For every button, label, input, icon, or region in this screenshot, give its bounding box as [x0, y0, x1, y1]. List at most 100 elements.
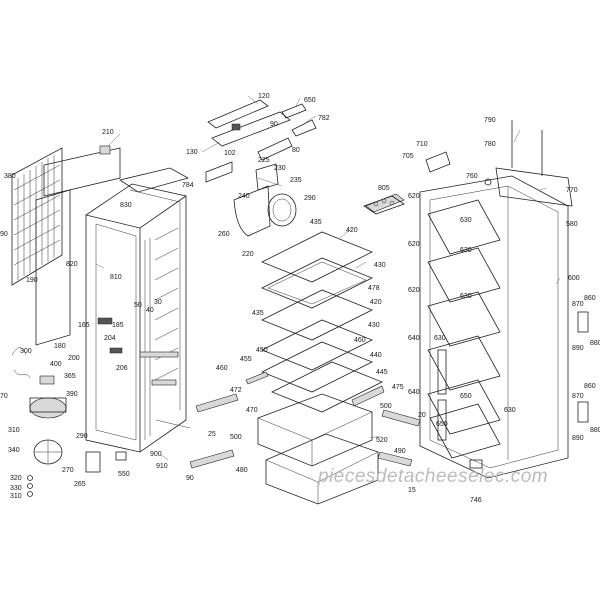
part-number-label: 490 [394, 448, 406, 455]
part-number-label: 435 [310, 219, 322, 226]
part-number-label: 80 [292, 147, 300, 154]
part-number-label: 25 [208, 431, 216, 438]
part-number-label: 880 [590, 340, 600, 347]
part-number-label: 520 [376, 437, 388, 444]
part-number-label: 430 [368, 322, 380, 329]
part-number-label: 710 [416, 141, 428, 148]
part-number-label: 290 [76, 433, 88, 440]
part-number-label: 260 [218, 231, 230, 238]
shelves [245, 231, 385, 413]
part-number-label: 475 [392, 384, 404, 391]
part-number-label: 240 [238, 193, 250, 200]
part-number-label: 640 [408, 335, 420, 342]
part-number-label: 460 [216, 365, 228, 372]
part-number-label: 870 [572, 301, 584, 308]
part-number-label: 630 [434, 335, 446, 342]
watermark-text: piecesdetacheeselec.com [318, 466, 549, 487]
part-number-label: 90 [0, 231, 8, 238]
part-number-label: 860 [584, 295, 596, 302]
part-number-label: 430 [374, 262, 386, 269]
part-number-label: 760 [466, 173, 478, 180]
part-number-label: 550 [118, 471, 130, 478]
part-number-label: 820 [66, 261, 78, 268]
compressor-assembly [11, 347, 127, 497]
part-number-label: 472 [230, 387, 242, 394]
part-number-label: 204 [104, 335, 116, 342]
part-number-label: 440 [370, 352, 382, 359]
part-number-label: 90 [270, 121, 278, 128]
part-number-label: 500 [230, 434, 242, 441]
part-number-label: 746 [470, 497, 482, 504]
part-number-label: 782 [318, 115, 330, 122]
part-number-label: 620 [408, 241, 420, 248]
part-number-label: 130 [186, 149, 198, 156]
part-number-label: 190 [26, 277, 38, 284]
part-number-label: 620 [408, 287, 420, 294]
part-number-label: 620 [408, 193, 420, 200]
part-number-label: 600 [568, 275, 580, 282]
part-number-label: 650 [460, 393, 472, 400]
part-number-label: 320 [10, 475, 22, 482]
part-number-label: 630 [460, 293, 472, 300]
part-number-label: 206 [116, 365, 128, 372]
part-number-label: 102 [224, 150, 236, 157]
part-number-label: 860 [584, 383, 596, 390]
part-number-label: 790 [484, 117, 496, 124]
part-number-label: 805 [378, 185, 390, 192]
part-number-label: 300 [20, 348, 32, 355]
part-number-label: 225 [258, 157, 270, 164]
part-number-label: 830 [120, 202, 132, 209]
part-number-label: 810 [110, 274, 122, 281]
part-number-label: 265 [74, 481, 86, 488]
part-number-label: 630 [460, 217, 472, 224]
part-number-label: 185 [112, 322, 124, 329]
door-bins [427, 199, 501, 459]
part-number-label: 330 [10, 485, 22, 492]
part-number-label: 900 [150, 451, 162, 458]
part-number-label: 70 [0, 393, 8, 400]
part-number-label: 235 [290, 177, 302, 184]
part-number-label: 500 [380, 403, 392, 410]
part-number-label: 480 [236, 467, 248, 474]
part-number-label: 210 [102, 129, 114, 136]
control-panel [205, 99, 317, 183]
part-number-label: 640 [408, 389, 420, 396]
leader-lines [95, 95, 561, 461]
part-number-label: 230 [274, 165, 286, 172]
part-number-label: 420 [370, 299, 382, 306]
part-number-label: 20 [418, 412, 426, 419]
part-number-label: 380 [4, 173, 16, 180]
egg-tray [363, 195, 405, 215]
part-number-label: 650 [436, 421, 448, 428]
part-number-label: 30 [154, 299, 162, 306]
part-number-label: 90 [186, 475, 194, 482]
part-number-label: 340 [8, 447, 20, 454]
part-number-label: 650 [304, 97, 316, 104]
part-number-label: 890 [572, 435, 584, 442]
part-number-label: 880 [590, 427, 600, 434]
part-number-label: 870 [572, 393, 584, 400]
part-number-label: 455 [240, 356, 252, 363]
part-number-label: 770 [566, 187, 578, 194]
part-number-label: 478 [368, 285, 380, 292]
part-number-label: 420 [346, 227, 358, 234]
part-number-label: 220 [242, 251, 254, 258]
part-number-label: 910 [156, 463, 168, 470]
part-number-label: 435 [252, 310, 264, 317]
part-number-label: 630 [504, 407, 516, 414]
part-number-label: 580 [566, 221, 578, 228]
part-number-label: 310 [10, 493, 22, 500]
part-number-label: 290 [304, 195, 316, 202]
rear-panel [35, 145, 121, 346]
part-number-label: 390 [66, 391, 78, 398]
part-number-label: 200 [68, 355, 80, 362]
part-number-label: 50 [134, 302, 142, 309]
part-number-label: 470 [246, 407, 258, 414]
part-number-label: 445 [376, 369, 388, 376]
cabinet-body [85, 167, 191, 453]
part-number-label: 15 [408, 487, 416, 494]
part-number-label: 310 [8, 427, 20, 434]
crisper-drawers [189, 393, 483, 505]
